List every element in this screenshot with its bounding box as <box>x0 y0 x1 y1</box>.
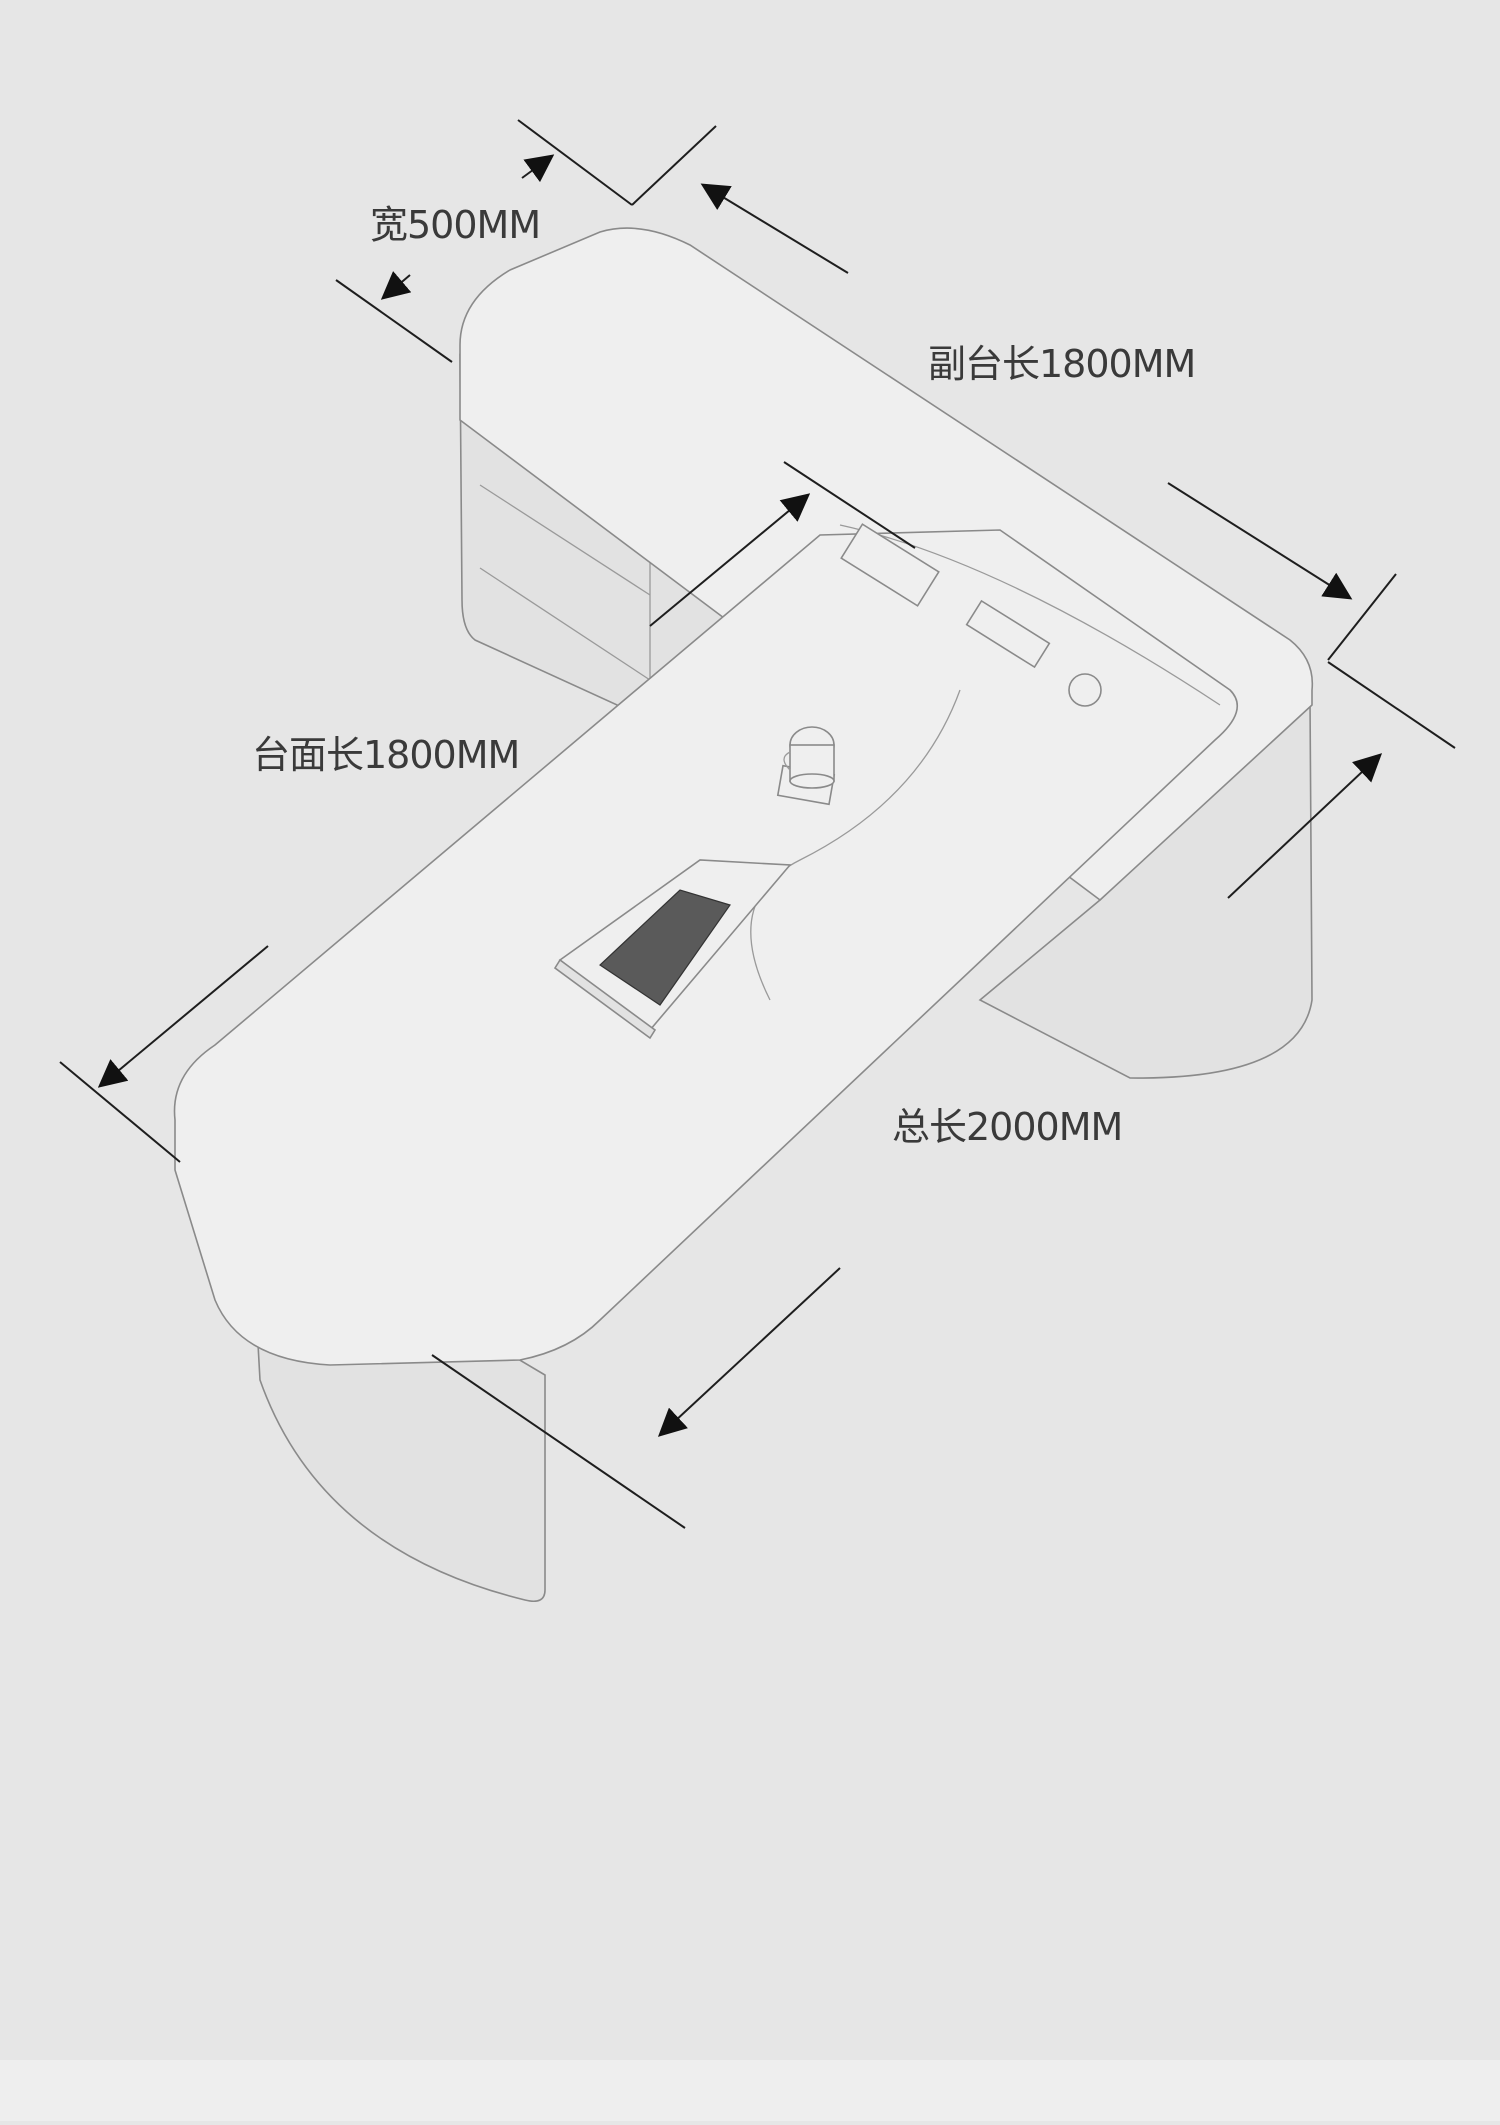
total-length-ext-line <box>431 1354 686 1529</box>
width-arrow-2 <box>380 271 412 300</box>
dimension-side-table-length <box>700 183 1456 749</box>
drawer-divider-3 <box>479 567 651 681</box>
total-length-arrow-2 <box>657 1267 841 1437</box>
desktop-length-arrow-1 <box>649 493 811 627</box>
side-leg-panel <box>978 698 1313 1079</box>
coffee-mug-icon <box>776 726 836 806</box>
desktop-length-arrow-2 <box>97 945 269 1088</box>
width-ext-line-1 <box>517 119 633 206</box>
cable-box <box>840 523 940 607</box>
desk-illustration <box>173 227 1314 1603</box>
side-length-ext-line-2 <box>1327 661 1456 749</box>
dimension-desktop-length <box>59 461 916 1163</box>
side-length-arrow-1 <box>700 183 849 274</box>
power-outlet <box>965 599 1051 669</box>
cable-grommet-icon <box>1068 673 1102 707</box>
drawer-divider-2 <box>479 484 651 596</box>
desktop-length-ext-line <box>783 461 916 549</box>
width-corner-line <box>631 125 717 206</box>
dimension-width <box>335 119 717 363</box>
footer-band <box>0 2060 1500 2121</box>
label-width: 宽500MM <box>370 203 540 247</box>
label-side-table-length: 副台长1800MM <box>928 342 1195 386</box>
side-length-ext-line <box>1327 573 1397 661</box>
side-length-arrow-2 <box>1167 482 1353 600</box>
label-total-length: 总长2000MM <box>892 1105 1122 1149</box>
width-ext-line-2 <box>335 279 453 363</box>
desktop-length-ext-line-2 <box>59 1061 181 1163</box>
label-desktop-length: 台面长1800MM <box>252 733 519 777</box>
surface-seam <box>750 524 1221 1001</box>
laptop-icon <box>553 859 792 1040</box>
dimension-total-length <box>431 753 1383 1529</box>
total-length-arrow-1 <box>1227 753 1383 899</box>
width-arrow-1 <box>521 154 555 183</box>
